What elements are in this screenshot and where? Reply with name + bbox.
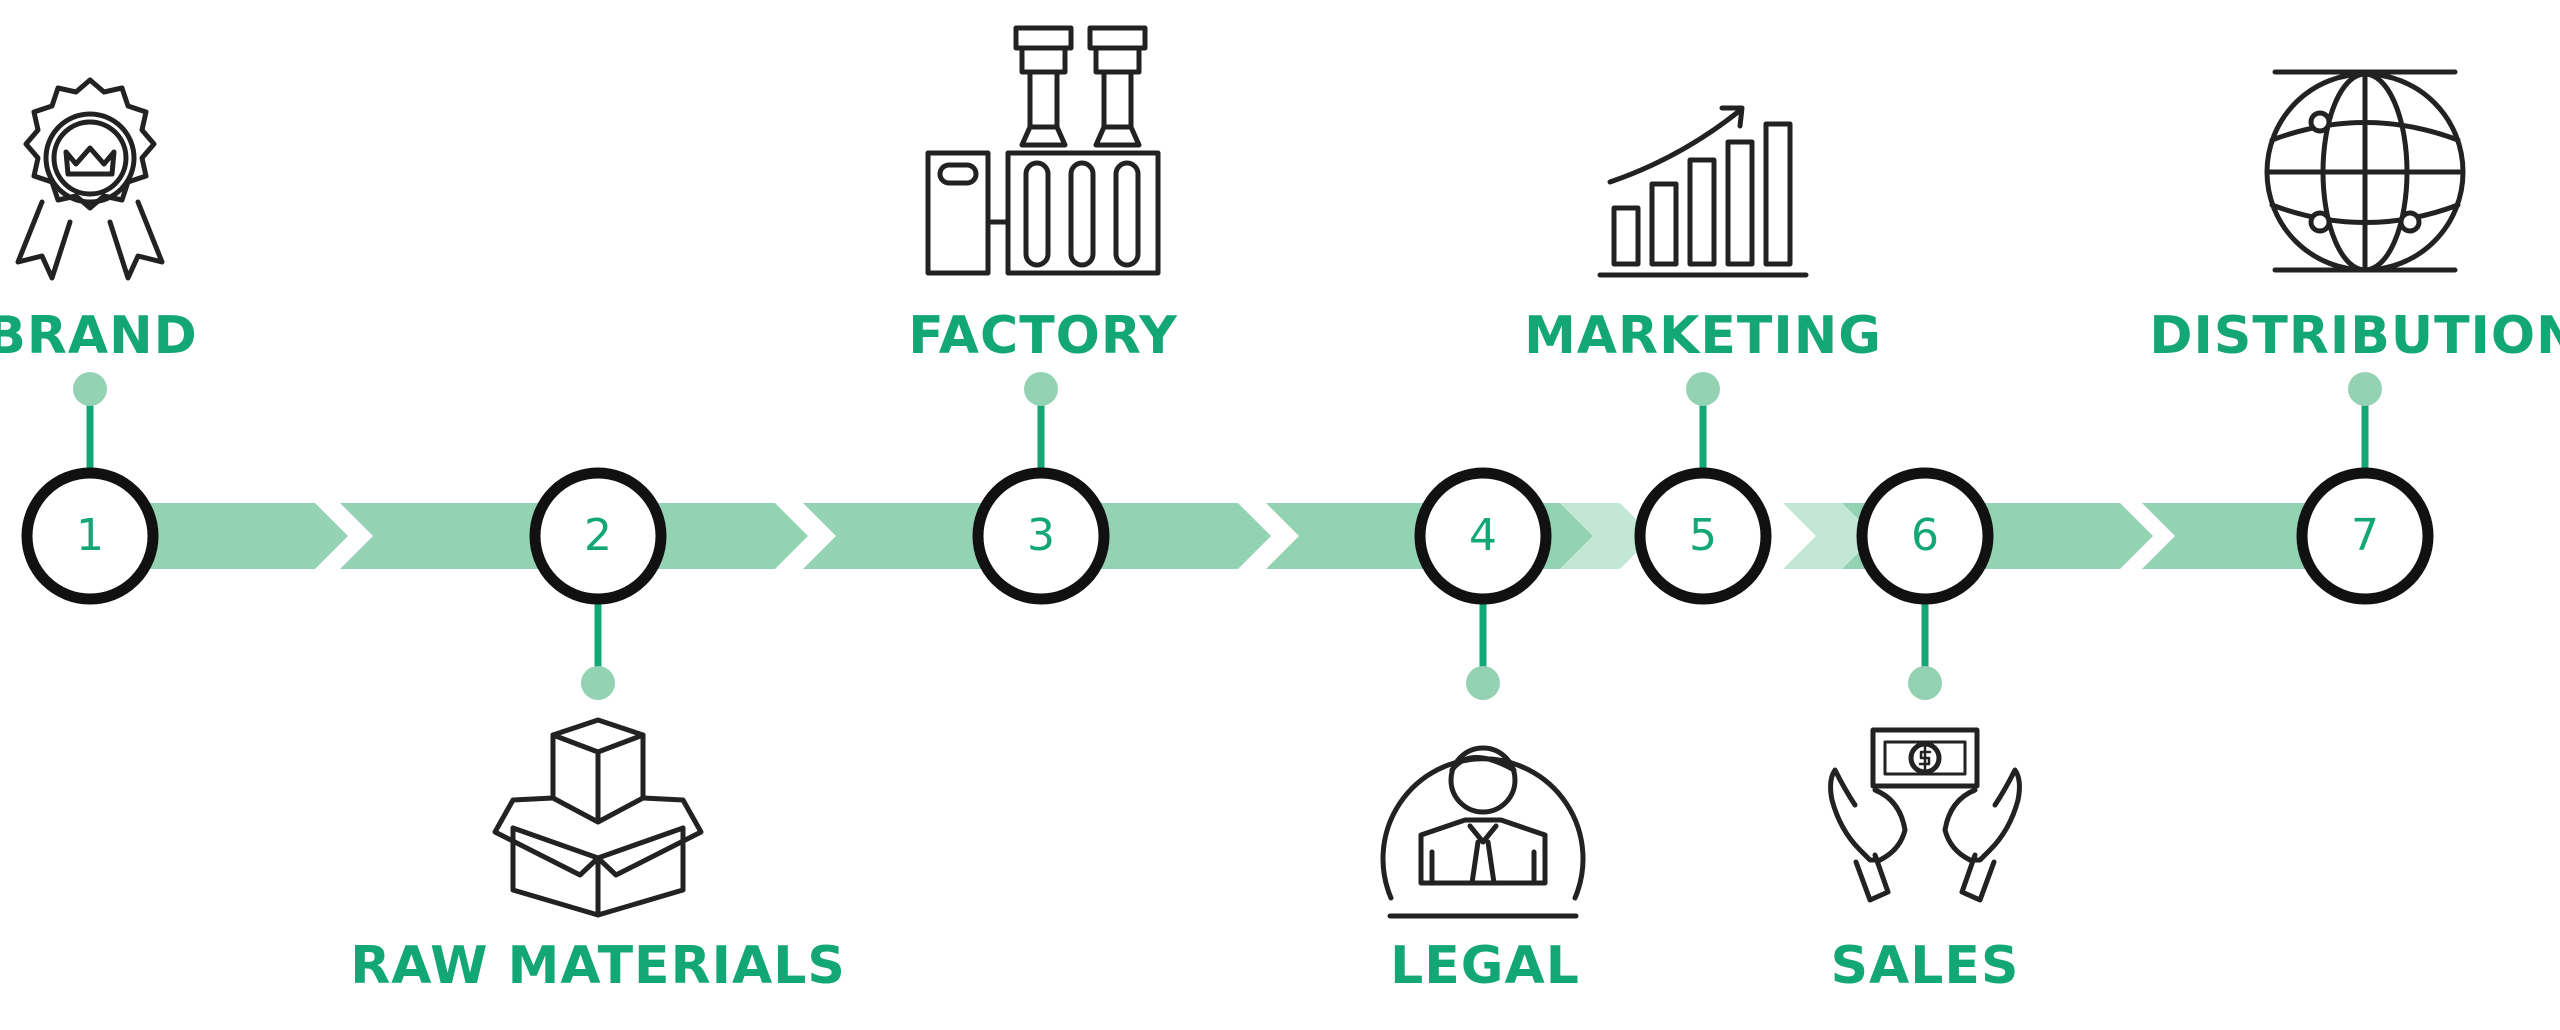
step-circle-2 xyxy=(529,467,667,605)
money-hands-icon xyxy=(1828,727,2022,903)
step-number-4: 4 xyxy=(1469,510,1497,561)
timeline-band xyxy=(120,503,2330,569)
band-segment-1 xyxy=(120,503,348,569)
step-label-factory: FACTORY xyxy=(908,306,1178,366)
step-circle-1 xyxy=(21,467,159,605)
step-circle-3 xyxy=(972,467,1110,605)
growth-chart-icon xyxy=(1597,105,1809,278)
step-circle-7 xyxy=(2296,467,2434,605)
globe-icon xyxy=(2264,69,2466,273)
lawyer-icon xyxy=(1380,745,1586,919)
dot-1 xyxy=(73,372,107,406)
step-label-sales: SALES xyxy=(1830,936,2020,996)
dot-6 xyxy=(1908,666,1942,700)
step-label-marketing: MARKETING xyxy=(1524,306,1882,366)
band-segment-5 xyxy=(1560,503,1653,569)
step-number-1: 1 xyxy=(76,510,104,561)
award-badge-icon xyxy=(15,77,165,281)
step-number-3: 3 xyxy=(1027,510,1055,561)
step-label-distribution: DISTRIBUTION xyxy=(2149,306,2560,366)
step-number-6: 6 xyxy=(1911,510,1939,561)
boxes-icon xyxy=(492,717,704,918)
factory-icon xyxy=(925,25,1161,276)
step-number-2: 2 xyxy=(584,510,612,561)
step-label-brand: BRAND xyxy=(0,306,198,366)
step-number-5: 5 xyxy=(1689,510,1717,561)
step-circles xyxy=(21,467,2434,605)
dot-7 xyxy=(2348,372,2382,406)
step-circle-4 xyxy=(1414,467,1552,605)
step-label-legal: LEGAL xyxy=(1390,936,1580,996)
step-number-7: 7 xyxy=(2351,510,2379,561)
step-circle-6 xyxy=(1856,467,1994,605)
step-circle-5 xyxy=(1634,467,1772,605)
dot-2 xyxy=(581,666,615,700)
band-segment-8 xyxy=(2142,503,2330,569)
dot-4 xyxy=(1466,666,1500,700)
dot-3 xyxy=(1024,372,1058,406)
step-label-raw-materials: RAW MATERIALS xyxy=(350,936,846,996)
dot-5 xyxy=(1686,372,1720,406)
connector-dots xyxy=(73,372,2382,700)
band-segment-6 xyxy=(1783,503,1875,569)
